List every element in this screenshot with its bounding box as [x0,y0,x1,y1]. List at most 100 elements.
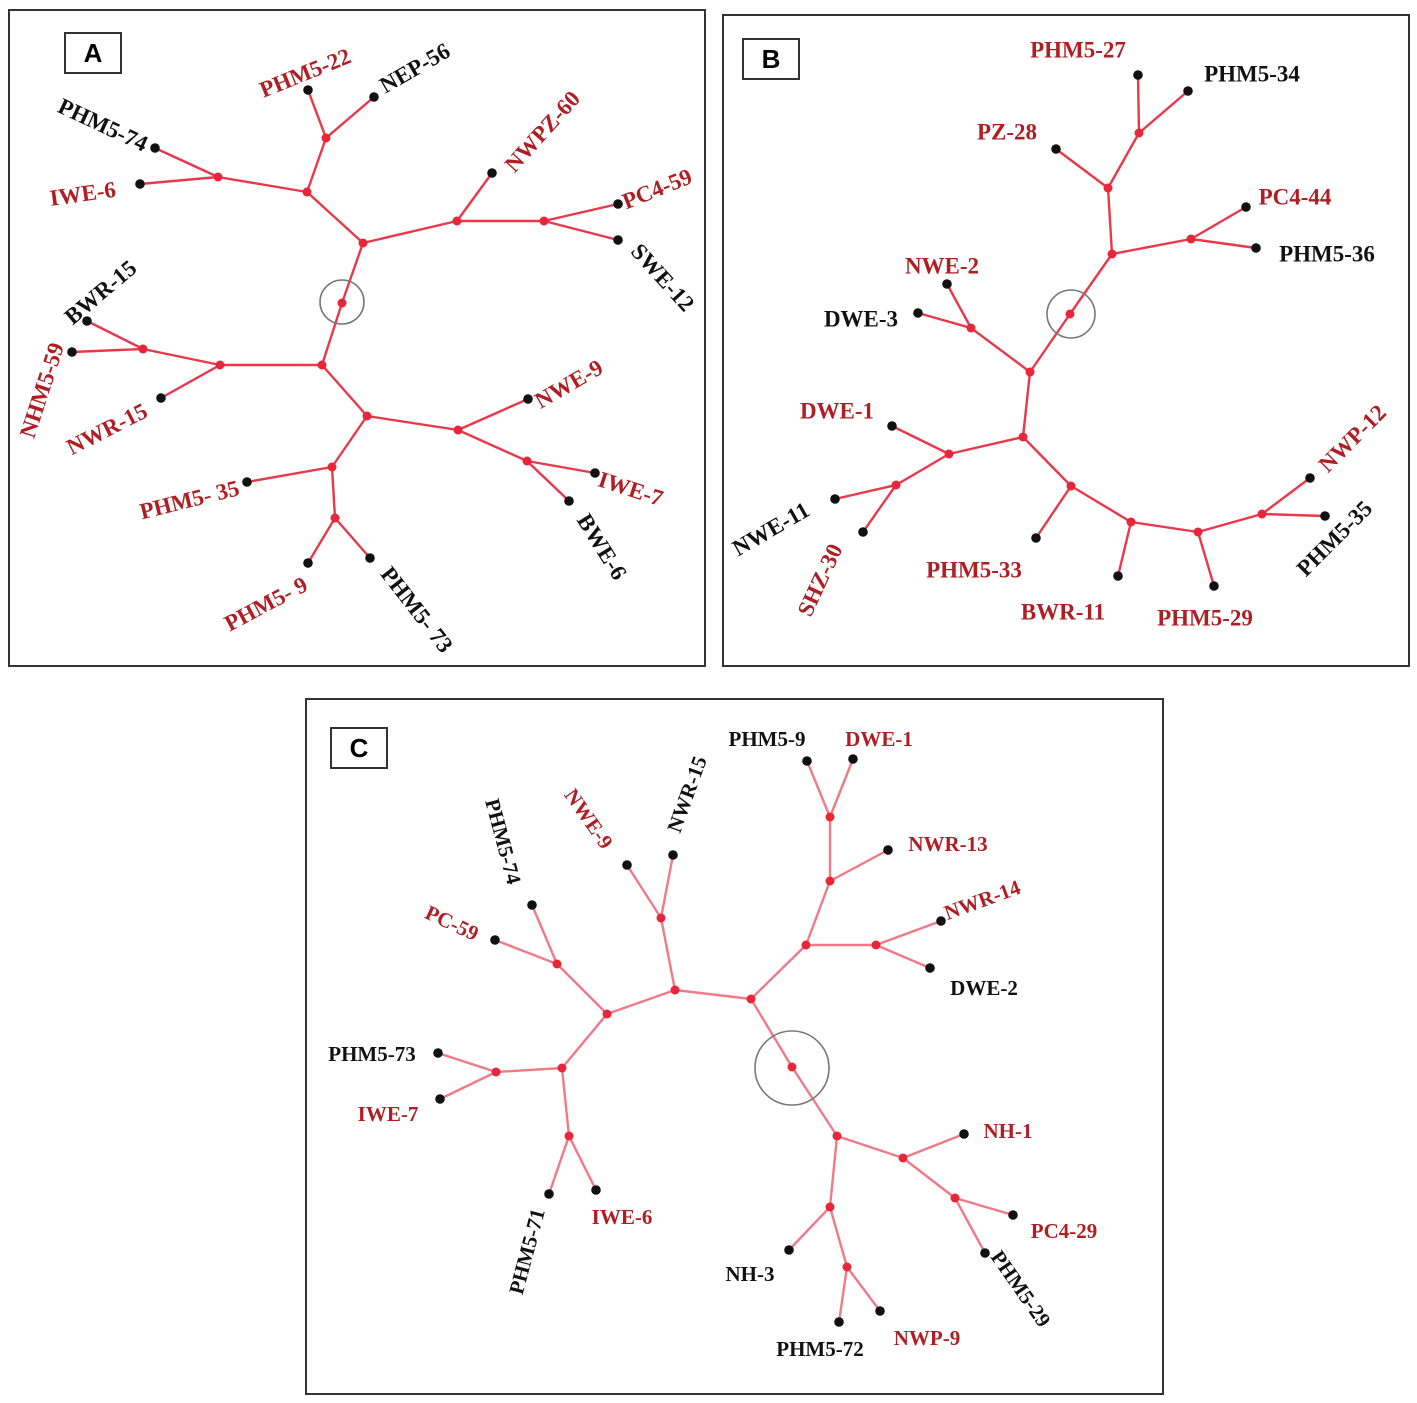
branch-n5-dwe-2 [874,943,932,970]
leaf-label-iwe-6: IWE-6 [48,177,117,211]
leaf-label-phm5-36: PHM5-36 [1279,241,1375,266]
branch-n11-n12 [456,428,529,463]
branch-n3-phm5-74 [153,146,220,179]
leaf-label-pc4-44: PC4-44 [1259,184,1332,209]
internal-node-n7 [656,913,666,923]
leaf-label-nwp-12: NWP-12 [1314,400,1391,477]
branch-n13-phm5-35 [245,465,334,484]
leaf-label-dwe-3: DWE-3 [824,306,898,331]
branch-n4-pc4-44 [1189,205,1248,241]
branch-n7-n10 [1021,435,1073,488]
internal-node-n11 [491,1067,501,1077]
branch-n8-dwe-1 [890,424,951,456]
branch-n12-iwe-7 [525,459,597,475]
branch-root-n5 [1028,312,1072,374]
leaf-label-nwpz-60: NWPZ-60 [500,86,585,177]
branch-n10-n11 [1069,484,1133,524]
leaf-node-phm5-22 [303,85,313,95]
leaf-label-phm5-73: PHM5-73 [328,1042,415,1066]
internal-node-n12 [522,456,532,466]
leaf-label-pz-28: PZ-28 [977,119,1037,144]
branch-root-n1 [749,997,794,1069]
branch-n14-n15 [901,1156,957,1200]
leaf-label-phm5-35: PHM5- 35 [137,475,242,524]
leaf-node-nwr-15 [156,393,166,403]
leaf-label-nwr-15: NWR-15 [63,398,152,460]
internal-node-n10 [557,1063,567,1073]
leaf-node-iwe-7 [590,468,600,478]
leaf-node-pc4-59 [613,199,623,209]
branch-n14-phm5-9 [306,516,337,565]
branch-root-n1 [340,241,365,305]
leaf-label-nh-3: NH-3 [726,1262,775,1286]
leaf-label-nwe-9: NWE-9 [531,355,608,414]
branch-n8-n9 [894,452,951,487]
branch-n8-n9 [555,962,609,1016]
branch-n11-phm5-73 [436,1051,498,1074]
leaf-label-phm5-34: PHM5-34 [1204,61,1300,86]
branch-n17-phm5-72 [837,1265,849,1324]
internal-node-n4 [1186,234,1196,244]
branch-n2-n3 [1106,131,1141,190]
leaf-node-nwp-9 [875,1306,885,1316]
leaf-label-phm5-74: PHM5-74 [480,796,526,887]
leaf-label-phm5-29: PHM5-29 [986,1246,1056,1331]
branch-n15-phm5-29 [953,1196,987,1255]
branch-n11-iwe-7 [438,1070,498,1101]
branch-n6-n8 [605,988,677,1016]
internal-node-n4 [825,812,835,822]
leaf-node-pc4-44 [1241,202,1251,212]
branch-n9-shz-30 [861,483,898,534]
branch-n3-phm5-27 [1136,73,1141,135]
internal-node-n2 [1103,183,1113,193]
leaf-label-bwe-6: BWE-6 [572,509,632,584]
leaf-node-phm5-74 [527,900,537,910]
internal-node-n9 [552,959,562,969]
leaf-node-nwr-14 [936,916,946,926]
internal-node-n3 [213,172,223,182]
branch-n4-dwe-1 [828,757,855,819]
internal-node-n11 [453,425,463,435]
leaf-node-nh-1 [959,1129,969,1139]
leaf-node-iwe-6 [591,1185,601,1195]
branch-n6-pc4-59 [542,202,620,223]
internal-node-n8 [944,449,954,459]
leaf-node-phm5-36 [1251,243,1261,253]
leaf-label-nwe-2: NWE-2 [905,253,979,278]
leaf-node-phm5-72 [834,1317,844,1327]
leaf-label-dwe-1: DWE-1 [845,727,913,751]
leaf-node-phm5-34 [1183,86,1193,96]
internal-node-n2 [801,940,811,950]
branch-n2-n3 [216,175,309,194]
leaf-node-nwp-12 [1305,473,1315,483]
leaf-node-nwr-13 [883,845,893,855]
leaf-node-dwe-1 [887,421,897,431]
panel-tag-a: A [64,32,122,74]
leaf-node-nhm5-59 [67,347,77,357]
leaf-node-nwpz-60 [487,168,497,178]
leaf-label-pc4-29: PC4-29 [1031,1219,1098,1243]
leaf-node-nwr-15 [668,850,678,860]
internal-node-n8 [602,1009,612,1019]
branch-n1-n2 [305,190,365,245]
leaf-label-phm5-72: PHM5-72 [776,1337,863,1361]
leaf-node-dwe-2 [925,963,935,973]
leaf-node-bwe-6 [564,496,574,506]
internal-node-n6 [966,323,976,333]
internal-node-n12 [564,1131,574,1141]
branch-n12-phm5-71 [547,1134,571,1196]
internal-node-n6 [670,985,680,995]
branch-n6-n7 [659,916,677,992]
internal-node-n16 [825,1202,835,1212]
leaf-node-phm5-29 [980,1248,990,1258]
internal-node-n7 [317,360,327,370]
leaf-node-pz-28 [1051,144,1061,154]
branch-n4-phm5-22 [306,88,328,140]
branch-n1-n4 [1110,237,1193,256]
leaf-label-nhm5-59: NHM5-59 [15,340,69,441]
leaf-node-phm5-74 [150,143,160,153]
leaf-node-pc4-29 [1008,1210,1018,1220]
leaf-node-phm5-73 [433,1048,443,1058]
internal-node-n12 [1193,527,1203,537]
